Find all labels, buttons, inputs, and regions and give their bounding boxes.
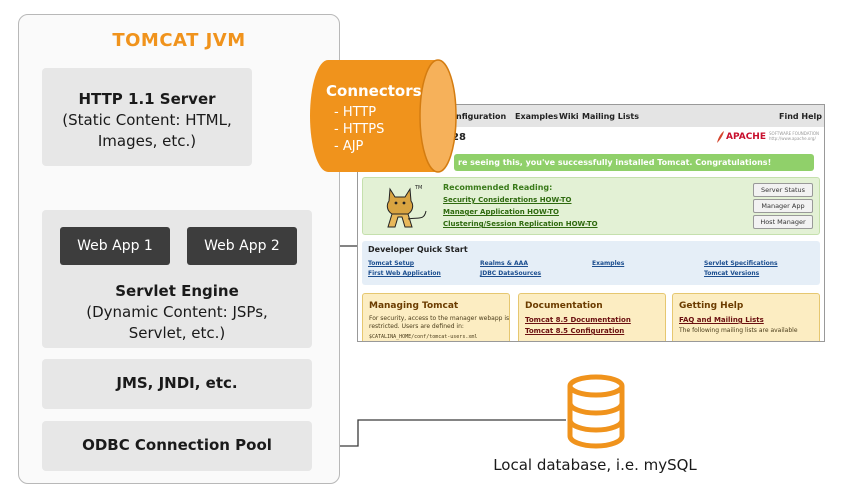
odbc-box bbox=[42, 421, 312, 471]
developer-quick-start-panel bbox=[362, 241, 820, 285]
connectors-cylinder bbox=[310, 59, 457, 173]
developer-quick-start-title: Developer Quick Start bbox=[368, 245, 468, 254]
managing-text-2: restricted. Users are defined in: bbox=[369, 323, 464, 330]
managing-code: $CATALINA_HOME/conf/tomcat-users.xml bbox=[369, 334, 478, 340]
apache-logo-subtext: SOFTWARE FOUNDATION http://www.apache.or… bbox=[769, 131, 819, 141]
apache-feather-icon bbox=[717, 131, 724, 143]
link-examples[interactable]: Examples bbox=[592, 260, 625, 267]
database-label: Local database, i.e. mySQL bbox=[493, 456, 697, 474]
link-jdbc-datasources[interactable]: JDBC DataSources bbox=[480, 270, 542, 277]
link-tomcat-docs[interactable]: Tomcat 8.5 Documentation bbox=[525, 316, 631, 324]
nav-configuration: nfiguration bbox=[456, 112, 507, 121]
connectors-title: Connectors bbox=[326, 82, 422, 100]
recommended-panel bbox=[362, 177, 820, 235]
link-manager-howto[interactable]: Manager Application HOW-TO bbox=[443, 208, 559, 216]
jms-label: JMS, JNDI, etc. bbox=[116, 374, 238, 392]
servlet-engine-label: Servlet Engine (Dynamic Content: JSPs, S… bbox=[42, 281, 312, 344]
server-status-button[interactable]: Server Status bbox=[753, 183, 813, 197]
line-odbc-to-database bbox=[312, 419, 566, 447]
manager-app-button[interactable]: Manager App bbox=[753, 199, 813, 213]
nav-examples: Examples bbox=[515, 112, 559, 121]
database-icon bbox=[567, 374, 625, 449]
link-clustering-howto[interactable]: Clustering/Session Replication HOW-TO bbox=[443, 220, 598, 228]
link-tomcat-config[interactable]: Tomcat 8.5 Configuration bbox=[525, 327, 625, 335]
link-tomcat-versions[interactable]: Tomcat Versions bbox=[704, 270, 760, 277]
documentation-title: Documentation bbox=[525, 301, 603, 311]
connector-https: - HTTPS bbox=[334, 122, 385, 137]
link-security-howto[interactable]: Security Considerations HOW-TO bbox=[443, 196, 572, 204]
http-server-title: HTTP 1.1 Server bbox=[78, 90, 216, 108]
link-tomcat-setup[interactable]: Tomcat Setup bbox=[368, 260, 415, 267]
odbc-label: ODBC Connection Pool bbox=[82, 436, 272, 454]
host-manager-button[interactable]: Host Manager bbox=[753, 215, 813, 229]
getting-help-title: Getting Help bbox=[679, 301, 744, 311]
web-app-2: Web App 2 bbox=[187, 227, 297, 265]
recommended-title: Recommended Reading: bbox=[443, 183, 553, 192]
http-server-label: HTTP 1.1 Server (Static Content: HTML, I… bbox=[42, 89, 252, 152]
servlet-engine-desc-2: Servlet, etc.) bbox=[128, 324, 226, 342]
managing-tomcat-title: Managing Tomcat bbox=[369, 301, 459, 311]
link-faq-mailing-lists[interactable]: FAQ and Mailing Lists bbox=[679, 316, 764, 324]
link-realms-aaa[interactable]: Realms & AAA bbox=[480, 260, 528, 267]
http-server-desc-1: (Static Content: HTML, bbox=[62, 111, 232, 129]
tomcat-cat-logo-icon: TM bbox=[386, 185, 427, 228]
tomcat-version-title: 28 bbox=[452, 132, 466, 143]
connector-http: - HTTP bbox=[334, 105, 377, 120]
tomcat-welcome-page: nfiguration Examples Wiki Mailing Lists … bbox=[357, 104, 825, 342]
tomcat-nav-bar: nfiguration Examples Wiki Mailing Lists … bbox=[358, 105, 824, 127]
http-server-box bbox=[42, 68, 252, 166]
jvm-title: TOMCAT JVM bbox=[112, 30, 246, 51]
apache-logo-text: APACHE bbox=[726, 132, 766, 142]
managing-text-1: For security, access to the manager weba… bbox=[369, 315, 510, 322]
svg-text:TM: TM bbox=[414, 185, 422, 191]
connectors-label: Connectors - HTTP - HTTPS - AJP bbox=[326, 82, 422, 155]
link-servlet-specifications[interactable]: Servlet Specifications bbox=[704, 260, 778, 267]
web-app-1: Web App 1 bbox=[60, 227, 170, 265]
help-text: The following mailing lists are availabl… bbox=[679, 327, 798, 334]
nav-mailing-lists: Mailing Lists bbox=[582, 112, 639, 121]
managing-tomcat-panel bbox=[362, 293, 510, 341]
nav-wiki: Wiki bbox=[559, 112, 579, 121]
servlet-engine-desc-1: (Dynamic Content: JSPs, bbox=[86, 303, 268, 321]
nav-find-help: Find Help bbox=[779, 112, 823, 121]
jms-box bbox=[42, 359, 312, 409]
connector-ajp: - AJP bbox=[334, 139, 364, 154]
success-banner: re seeing this, you've successfully inst… bbox=[454, 154, 814, 171]
getting-help-panel bbox=[672, 293, 820, 341]
servlet-engine-title: Servlet Engine bbox=[115, 282, 239, 300]
http-server-desc-2: Images, etc.) bbox=[97, 132, 197, 150]
documentation-panel bbox=[518, 293, 666, 341]
link-first-web-application[interactable]: First Web Application bbox=[368, 270, 441, 277]
